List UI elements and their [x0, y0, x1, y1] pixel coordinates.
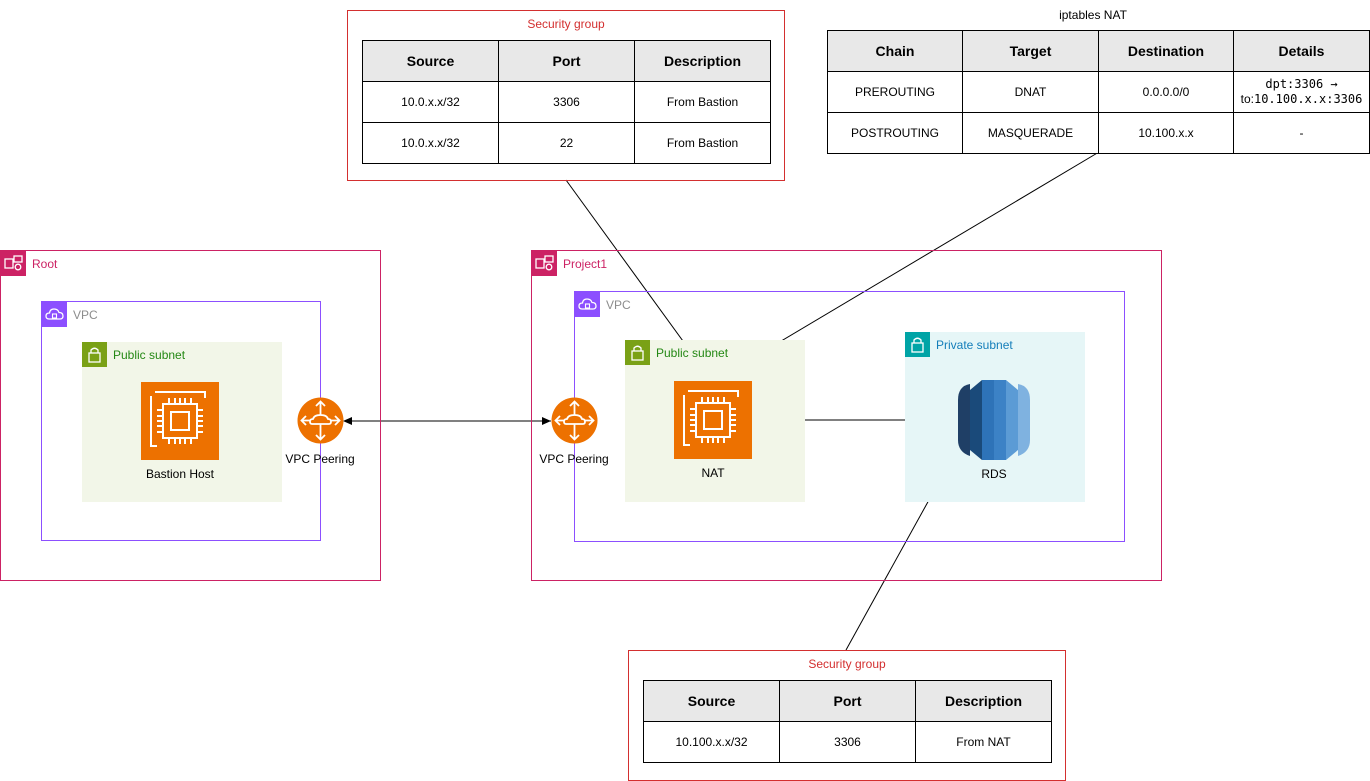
- column-header-port: Port: [779, 680, 916, 722]
- cell-details: dpt:3306 → to:10.100.x.x:3306: [1233, 71, 1370, 113]
- root-vpc-group: VPC Public subnet: [41, 301, 321, 541]
- cell-port: 3306: [498, 81, 635, 123]
- ec2-instance-icon: [674, 381, 752, 459]
- cell-chain: POSTROUTING: [827, 112, 963, 154]
- column-header-details: Details: [1233, 30, 1370, 72]
- column-header-description: Description: [915, 680, 1052, 722]
- table-row: 10.0.x.x/32 3306 From Bastion: [362, 81, 771, 123]
- security-group-top: Security group: [347, 10, 785, 181]
- account-label: Project1: [563, 257, 608, 271]
- cell-details: -: [1233, 112, 1370, 154]
- security-group-bottom-title: Security group: [808, 657, 886, 671]
- security-group-top-table: Source Port Description 10.0.x.x/32 3306…: [362, 40, 771, 164]
- column-header-source: Source: [643, 680, 780, 722]
- nat-label: NAT: [701, 466, 725, 480]
- table-row: 10.0.x.x/32 22 From Bastion: [362, 122, 771, 164]
- cell-description: From Bastion: [634, 81, 771, 123]
- details-code: 10.100.x.x:3306: [1253, 92, 1363, 106]
- cell-destination: 10.100.x.x: [1098, 112, 1234, 154]
- cell-destination: 0.0.0.0/0: [1098, 71, 1234, 113]
- vpc-cloud-icon: [575, 292, 600, 317]
- lock-icon: [625, 340, 650, 365]
- bastion-host-label: Bastion Host: [145, 467, 215, 481]
- cell-port: 22: [498, 122, 635, 164]
- details-line-2: to:10.100.x.x:3306: [1235, 92, 1369, 107]
- cell-description: From NAT: [915, 721, 1052, 763]
- column-header-description: Description: [634, 40, 771, 82]
- account-icon: [1, 251, 26, 276]
- lock-icon: [82, 342, 107, 367]
- project1-vpc-group: VPC Public subnet Private subnet: [574, 291, 1125, 542]
- cell-port: 3306: [779, 721, 916, 763]
- security-group-top-title: Security group: [527, 17, 605, 31]
- vpc-peering-label: VPC Peering: [285, 452, 355, 466]
- project1-account-group: Project1 VPC Public subnet Private subne…: [531, 250, 1162, 581]
- vpc-peering-icon: [297, 397, 344, 444]
- vpc-peering-icon: [551, 397, 598, 444]
- security-group-bottom-table: Source Port Description 10.100.x.x/32 33…: [643, 680, 1052, 763]
- table-row: 10.100.x.x/32 3306 From NAT: [643, 721, 1052, 763]
- lock-icon: [905, 332, 930, 357]
- vpc-label: VPC: [606, 298, 631, 312]
- cell-source: 10.0.x.x/32: [362, 122, 499, 164]
- cell-chain: PREROUTING: [827, 71, 963, 113]
- vpc-cloud-icon: [42, 302, 67, 327]
- details-prefix: to:: [1240, 92, 1254, 106]
- private-subnet-label: Private subnet: [936, 338, 1013, 352]
- rds-database-icon: [956, 378, 1032, 462]
- cell-source: 10.100.x.x/32: [643, 721, 780, 763]
- column-header-chain: Chain: [827, 30, 963, 72]
- cell-target: MASQUERADE: [962, 112, 1099, 154]
- public-subnet-label: Public subnet: [656, 346, 729, 360]
- cell-target: DNAT: [962, 71, 1099, 113]
- account-icon: [532, 251, 557, 276]
- cell-source: 10.0.x.x/32: [362, 81, 499, 123]
- subnet-label: Public subnet: [113, 348, 186, 362]
- column-header-target: Target: [962, 30, 1099, 72]
- table-row: PREROUTING DNAT 0.0.0.0/0 dpt:3306 → to:…: [827, 71, 1370, 113]
- column-header-source: Source: [362, 40, 499, 82]
- details-line-1: dpt:3306 →: [1265, 77, 1338, 91]
- account-label: Root: [32, 257, 58, 271]
- column-header-port: Port: [498, 40, 635, 82]
- rds-label: RDS: [981, 467, 1007, 481]
- table-row: POSTROUTING MASQUERADE 10.100.x.x -: [827, 112, 1370, 154]
- cell-description: From Bastion: [634, 122, 771, 164]
- iptables-table: Chain Target Destination Details PREROUT…: [827, 30, 1370, 154]
- vpc-peering-label: VPC Peering: [539, 452, 609, 466]
- column-header-destination: Destination: [1098, 30, 1234, 72]
- vpc-label: VPC: [73, 308, 98, 322]
- root-account-group: Root VPC Public subnet: [0, 250, 381, 581]
- iptables-title: iptables NAT: [1059, 8, 1127, 22]
- ec2-instance-icon: [141, 382, 219, 460]
